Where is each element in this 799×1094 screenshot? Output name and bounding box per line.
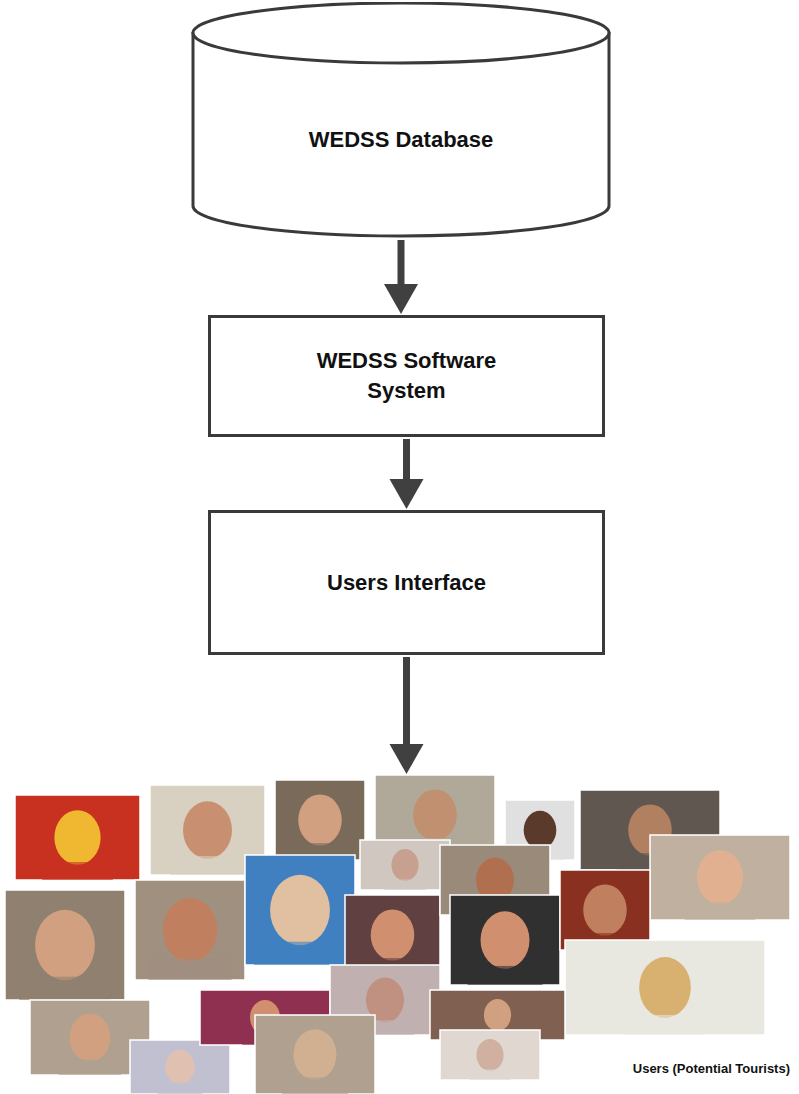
node-label: Users Interface bbox=[327, 568, 486, 598]
user-photo bbox=[255, 1015, 375, 1094]
user-photo bbox=[650, 835, 790, 920]
user-photo bbox=[245, 855, 355, 965]
user-photo bbox=[5, 890, 125, 1000]
users-group: Users (Potential Tourists) bbox=[8, 775, 796, 1089]
user-photo bbox=[560, 870, 650, 950]
flow-arrow bbox=[390, 657, 424, 774]
group-label: Users (Potential Tourists) bbox=[631, 1059, 792, 1079]
text-holder: WEDSS Database bbox=[309, 85, 494, 155]
user-photo bbox=[275, 780, 365, 860]
user-photo bbox=[15, 795, 140, 880]
user-photo bbox=[565, 940, 765, 1035]
process-box: Users Interface bbox=[208, 510, 605, 655]
text-holder: Users Interface bbox=[327, 568, 486, 598]
flow-arrow bbox=[390, 439, 424, 509]
user-photo bbox=[135, 880, 245, 980]
flow-arrow bbox=[384, 240, 418, 314]
user-photo bbox=[450, 895, 560, 985]
node-label: WEDSS Software System bbox=[287, 346, 527, 405]
process-box: WEDSS Software System bbox=[208, 315, 605, 437]
user-photo bbox=[130, 1040, 230, 1094]
database-cylinder: WEDSS Database bbox=[190, 2, 612, 238]
text-holder: WEDSS Software System bbox=[287, 346, 527, 405]
user-photo bbox=[345, 895, 440, 975]
node-label: WEDSS Database bbox=[309, 125, 494, 155]
user-photo bbox=[440, 1030, 540, 1080]
user-photo bbox=[360, 840, 450, 890]
cylinder-outline bbox=[190, 2, 612, 238]
